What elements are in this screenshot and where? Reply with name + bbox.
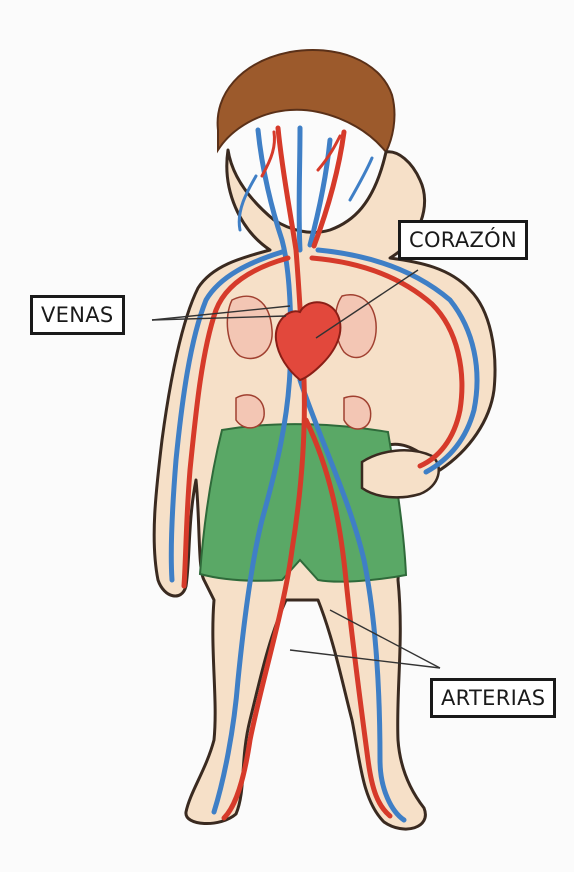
heart-label: CORAZÓN [398, 220, 528, 260]
left-kidney [236, 395, 264, 428]
arteries-label: ARTERIAS [430, 678, 556, 718]
right-lung [335, 295, 376, 358]
right-kidney [344, 396, 371, 429]
hair [218, 50, 395, 152]
left-lung [227, 296, 272, 358]
veins-label: VENAS [30, 295, 125, 335]
